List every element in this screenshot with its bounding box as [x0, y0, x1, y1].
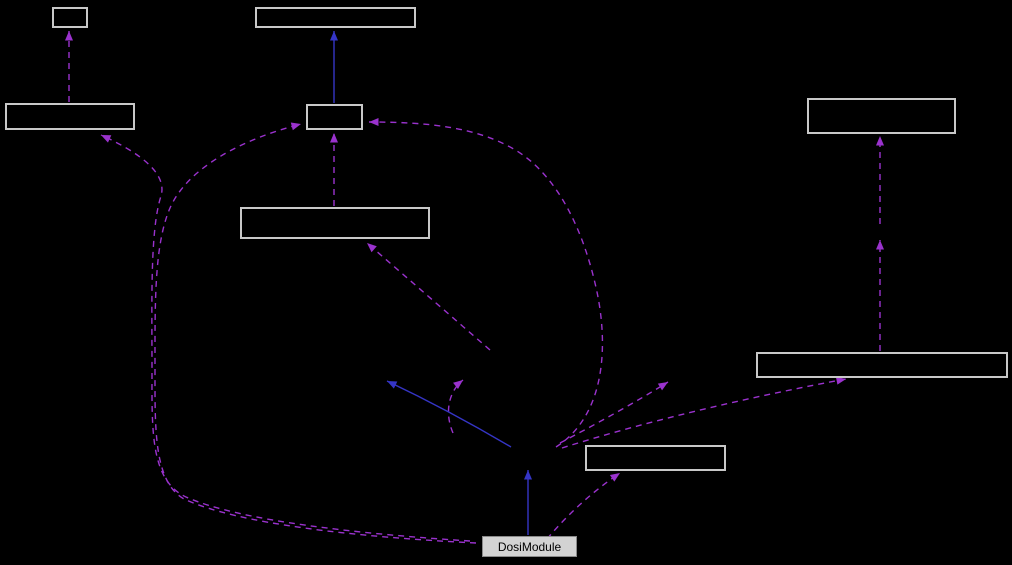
node-right-top[interactable]: [807, 98, 956, 134]
node-dosimodule: DosiModule: [482, 536, 577, 557]
node-top-center[interactable]: [255, 7, 416, 28]
node-right-mid[interactable]: [756, 352, 1008, 378]
edge-usage-to-rightmid: [561, 376, 847, 449]
node-left[interactable]: [5, 103, 135, 130]
edge-usage-leftloop-to-left: [100, 134, 471, 542]
edge-usage-northeast: [559, 381, 669, 444]
edge-usage-to-centermid: [366, 242, 491, 351]
edge-usage-main-to-centerlow: [546, 472, 621, 540]
node-top-left[interactable]: [52, 7, 88, 28]
edge-usage-rightloop-to-centersmall: [368, 118, 604, 448]
node-center-mid[interactable]: [240, 207, 430, 239]
edge-usage-curl: [447, 379, 464, 434]
node-center-small[interactable]: [306, 104, 363, 130]
edge-inherit-diagonal: [386, 380, 512, 448]
node-center-low[interactable]: [585, 445, 726, 471]
edge-usage-leftloop-to-centersmall: [154, 122, 477, 544]
